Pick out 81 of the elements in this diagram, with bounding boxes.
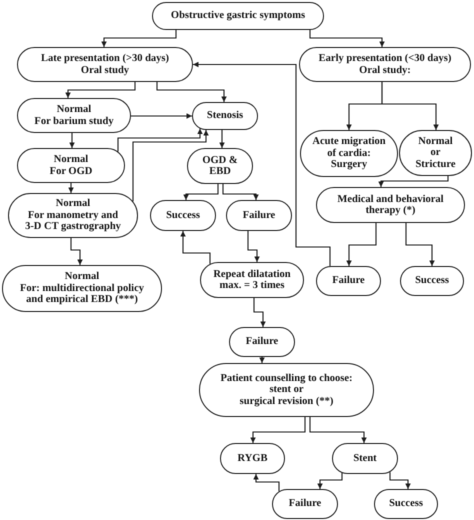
arrow	[183, 184, 219, 200]
arrow	[253, 474, 280, 492]
box-text: RYGB	[238, 452, 268, 464]
box-text: For barium study	[34, 116, 114, 127]
rounded-box	[150, 200, 216, 231]
box-heading: Normal	[56, 198, 90, 210]
rounded-box	[316, 187, 465, 223]
rounded-box	[220, 443, 285, 474]
rounded-box	[200, 262, 304, 298]
box-text: Oral study	[80, 64, 130, 76]
box-text: Acute migration of cardia: Surgery	[311, 136, 387, 171]
rounded-box	[226, 200, 292, 231]
box-text: Failure	[242, 210, 276, 222]
arrow	[65, 82, 136, 98]
arrow	[70, 238, 83, 265]
arrow	[247, 231, 260, 262]
box-text: Obstructive gastric symptoms	[170, 10, 306, 22]
rounded-box	[374, 489, 438, 519]
rounded-box	[299, 47, 471, 82]
arrow	[250, 417, 306, 443]
box-text: Medical and behavioral therapy (*)	[336, 194, 445, 216]
arrow	[156, 82, 227, 102]
arrow	[131, 113, 192, 119]
rounded-box	[152, 2, 324, 30]
arrow	[378, 176, 449, 187]
box-text: For: multidirectional policy and empirical EBD (***)	[18, 282, 146, 306]
box-heading: Patient counselling to choose:	[220, 372, 353, 384]
box-text: stent or	[269, 384, 304, 396]
arrow	[389, 472, 411, 489]
arrow	[381, 82, 439, 130]
arrow	[69, 133, 75, 148]
box-heading: Normal	[56, 104, 92, 116]
arrow	[317, 473, 343, 489]
arrow	[117, 128, 203, 152]
box-text: Failure	[246, 336, 278, 348]
arrow	[68, 183, 74, 193]
box-text: OGD & EBD	[201, 154, 239, 178]
arrow	[253, 298, 266, 327]
box-text: Oral study:	[359, 64, 411, 76]
arrow	[309, 30, 385, 47]
box-heading: Normal	[64, 271, 100, 283]
box-text: Failure	[288, 498, 322, 510]
arrow	[222, 184, 259, 200]
rounded-box	[400, 266, 464, 296]
arrow	[346, 223, 377, 266]
box-text: Success	[166, 210, 200, 222]
rounded-box	[187, 148, 253, 184]
rounded-box	[316, 266, 381, 296]
arrow	[259, 357, 265, 363]
rounded-box	[192, 102, 258, 130]
rounded-box	[17, 47, 193, 82]
box-text: Normal or Stricture	[414, 136, 457, 170]
rounded-box	[8, 193, 138, 238]
box-heading: Late presentation (>30 days)	[41, 53, 169, 64]
rounded-box	[17, 98, 131, 133]
arrow	[193, 62, 331, 266]
box-text: Success	[415, 275, 449, 287]
arrow	[309, 417, 367, 443]
arrow	[132, 130, 209, 202]
rounded-box	[332, 443, 398, 474]
box-text: Repeat dilatation max. = 3 times	[212, 268, 292, 292]
arrow	[405, 223, 435, 266]
rounded-box	[300, 130, 398, 177]
rounded-box	[272, 489, 338, 519]
arrow	[180, 231, 211, 264]
box-text: For manometry and 3-D CT gastrography	[25, 210, 121, 233]
arrow	[219, 130, 225, 148]
box-text: Stent	[353, 452, 377, 464]
rounded-box	[17, 148, 125, 183]
box-text: Success	[389, 498, 423, 510]
box-text: For OGD	[50, 166, 92, 177]
rounded-box	[229, 327, 295, 357]
rounded-box	[399, 130, 472, 176]
arrow	[101, 30, 177, 47]
box-heading: Early presentation (<30 days)	[318, 53, 452, 64]
box-heading: Normal	[54, 154, 88, 166]
rounded-box	[2, 265, 162, 312]
box-text: surgical revision (**)	[240, 396, 334, 408]
box-text: Failure	[332, 275, 365, 287]
rounded-box	[199, 363, 374, 417]
box-text: Stenosis	[206, 110, 244, 122]
